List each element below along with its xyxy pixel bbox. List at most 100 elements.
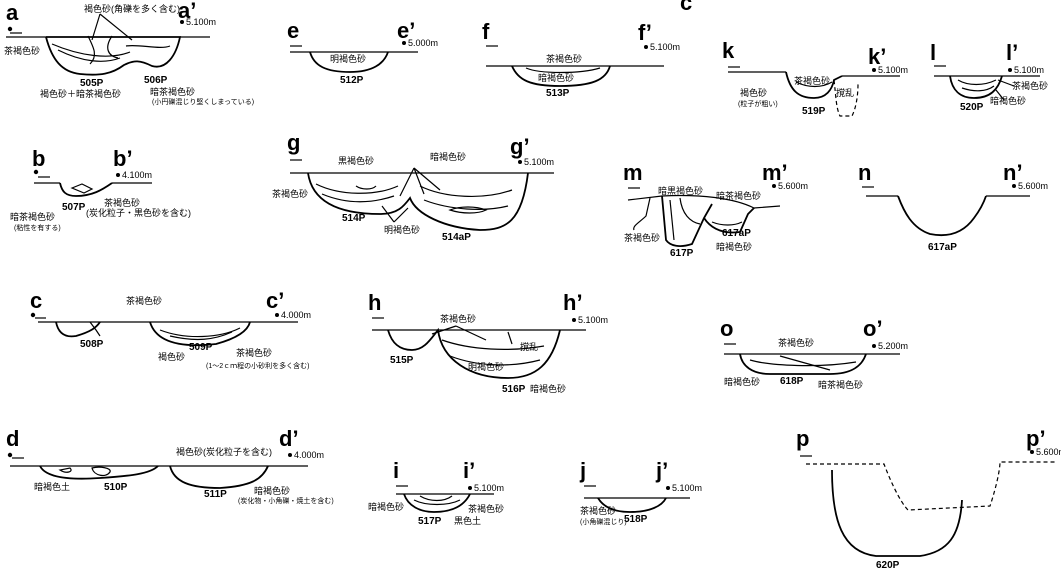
svg-text:512P: 512P xyxy=(340,75,364,86)
svg-text:暗茶褐色砂: 暗茶褐色砂 xyxy=(716,190,761,201)
svg-text:黒褐色砂: 黒褐色砂 xyxy=(338,155,374,166)
benchmark-dot xyxy=(872,344,876,348)
svg-text:褐色砂(角礫を多く含む): 褐色砂(角礫を多く含む) xyxy=(84,3,180,14)
pit-outline xyxy=(149,321,251,347)
svg-text:(炭化物・小角礫・焼土を含む): (炭化物・小角礫・焼土を含む) xyxy=(238,496,334,505)
svg-text:5.600m: 5.600m xyxy=(778,181,808,191)
benchmark-dot xyxy=(7,452,13,458)
pit-outline xyxy=(739,353,867,375)
svg-text:5.600m: 5.600m xyxy=(1018,181,1048,191)
benchmark-dot xyxy=(572,318,576,322)
benchmark-dot xyxy=(872,68,876,72)
svg-text:515P: 515P xyxy=(390,355,414,366)
section-a-start: a xyxy=(6,0,19,25)
svg-text:暗褐色砂: 暗褐色砂 xyxy=(724,376,760,387)
svg-text:茶褐色砂: 茶褐色砂 xyxy=(468,503,504,514)
section-h: h h’ 5.100m 茶褐色砂 撹乱 515P 明褐色砂 516P 暗褐色砂 xyxy=(368,290,608,395)
svg-text:514P: 514P xyxy=(342,213,366,224)
svg-text:(小円礫混じり堅くしまっている): (小円礫混じり堅くしまっている) xyxy=(152,97,254,106)
svg-text:茶褐色砂: 茶褐色砂 xyxy=(104,197,140,208)
svg-text:茶褐色砂: 茶褐色砂 xyxy=(126,295,162,306)
svg-text:(小角礫混じり): (小角礫混じり) xyxy=(580,517,627,526)
svg-text:517P: 517P xyxy=(418,516,442,527)
svg-text:o’: o’ xyxy=(863,316,883,341)
svg-text:暗褐色砂: 暗褐色砂 xyxy=(538,72,574,83)
pit-outline xyxy=(403,493,471,513)
svg-text:5.100m: 5.100m xyxy=(650,42,680,52)
svg-text:褐色砂(炭化粒子を含む): 褐色砂(炭化粒子を含む) xyxy=(176,446,272,457)
section-m: m m’ 5.600m 暗黒褐色砂 暗茶褐色砂 茶褐色砂 617aP 617P … xyxy=(623,160,808,259)
pit-outline xyxy=(45,36,182,76)
benchmark-dot xyxy=(402,41,406,45)
svg-text:茶褐色砂: 茶褐色砂 xyxy=(236,347,272,358)
benchmark-dot xyxy=(33,169,39,175)
svg-text:5.100m: 5.100m xyxy=(878,65,908,75)
svg-text:褐色砂: 褐色砂 xyxy=(158,351,185,362)
svg-text:明褐色砂: 明褐色砂 xyxy=(384,224,420,235)
svg-text:5.600m: 5.600m xyxy=(1036,447,1061,457)
svg-text:520P: 520P xyxy=(960,102,984,113)
svg-text:暗褐色砂: 暗褐色砂 xyxy=(530,383,566,394)
svg-text:5.100m: 5.100m xyxy=(474,483,504,493)
pit-outline xyxy=(597,497,667,513)
svg-text:618P: 618P xyxy=(780,376,804,387)
section-n: n n’ 5.600m 617aP xyxy=(858,160,1048,253)
section-j: j j’ 5.100m 茶褐色砂 (小角礫混じり) 518P xyxy=(579,458,702,526)
svg-text:撹乱: 撹乱 xyxy=(836,87,854,98)
svg-text:p’: p’ xyxy=(1026,426,1046,451)
svg-text:茶褐色砂: 茶褐色砂 xyxy=(778,337,814,348)
svg-text:b’: b’ xyxy=(113,146,133,171)
svg-text:茶褐色砂: 茶褐色砂 xyxy=(272,188,308,199)
svg-text:茶褐色砂: 茶褐色砂 xyxy=(624,232,660,243)
section-o: o o’ 5.200m 茶褐色砂 暗褐色砂 618P 暗茶褐色砂 xyxy=(720,316,908,390)
svg-text:g’: g’ xyxy=(510,134,530,159)
svg-text:(1～2ｃｍ程の小砂利を多く含む): (1～2ｃｍ程の小砂利を多く含む) xyxy=(206,361,309,370)
pit-outline xyxy=(785,71,843,99)
section-k: k k’ 5.100m 茶褐色砂 褐色砂 (粒子が粗い) 撹乱 519P xyxy=(722,38,908,117)
svg-text:(粘性を有する): (粘性を有する) xyxy=(14,223,61,232)
svg-text:’: ’ xyxy=(696,0,702,10)
svg-text:暗茶褐色砂: 暗茶褐色砂 xyxy=(10,211,55,222)
pit-outline xyxy=(703,207,755,234)
svg-text:茶褐色砂: 茶褐色砂 xyxy=(580,505,616,516)
section-a: a a’ 5.100m 褐色砂(角礫を多く含む) 茶褐色砂 505P 506P … xyxy=(4,0,254,106)
pit-outline xyxy=(169,465,269,489)
svg-text:m’: m’ xyxy=(762,160,788,185)
svg-text:暗黒褐色砂: 暗黒褐色砂 xyxy=(658,185,703,196)
benchmark-dot xyxy=(1012,184,1016,188)
svg-text:4.000m: 4.000m xyxy=(294,450,324,460)
pit-outline xyxy=(39,465,159,480)
section-p: p p’ 5.600m 620P xyxy=(796,426,1061,571)
svg-text:l: l xyxy=(930,40,936,65)
svg-text:i: i xyxy=(393,458,399,483)
svg-text:茶褐色砂: 茶褐色砂 xyxy=(794,75,830,86)
benchmark-dot xyxy=(30,312,36,318)
svg-text:516P: 516P xyxy=(502,384,526,395)
svg-text:o: o xyxy=(720,316,733,341)
svg-text:620P: 620P xyxy=(876,560,900,571)
svg-text:茶褐色砂: 茶褐色砂 xyxy=(546,53,582,64)
svg-text:明褐色砂: 明褐色砂 xyxy=(330,53,366,64)
svg-text:508P: 508P xyxy=(80,339,104,350)
pit-outline xyxy=(949,75,1003,99)
svg-text:n: n xyxy=(858,160,871,185)
svg-text:茶褐色砂: 茶褐色砂 xyxy=(1012,80,1048,91)
svg-text:m: m xyxy=(623,160,643,185)
pit-outline xyxy=(309,51,389,73)
svg-text:5.100m: 5.100m xyxy=(1014,65,1044,75)
benchmark-dot xyxy=(772,184,776,188)
benchmark-dot xyxy=(275,313,279,317)
benchmark-dot xyxy=(1008,68,1012,72)
svg-text:617aP: 617aP xyxy=(928,242,957,253)
header-letter: c xyxy=(680,0,692,15)
svg-text:514aP: 514aP xyxy=(442,232,471,243)
pit-outline xyxy=(661,195,713,247)
disturbed-outline xyxy=(806,461,1056,511)
svg-text:c’: c’ xyxy=(266,288,284,313)
benchmark-dot xyxy=(180,20,184,24)
svg-text:f: f xyxy=(482,19,490,44)
svg-text:5.100m: 5.100m xyxy=(578,315,608,325)
svg-text:c: c xyxy=(30,288,42,313)
pit-outline xyxy=(511,65,611,87)
pit-506P-label: 506P xyxy=(144,75,168,86)
